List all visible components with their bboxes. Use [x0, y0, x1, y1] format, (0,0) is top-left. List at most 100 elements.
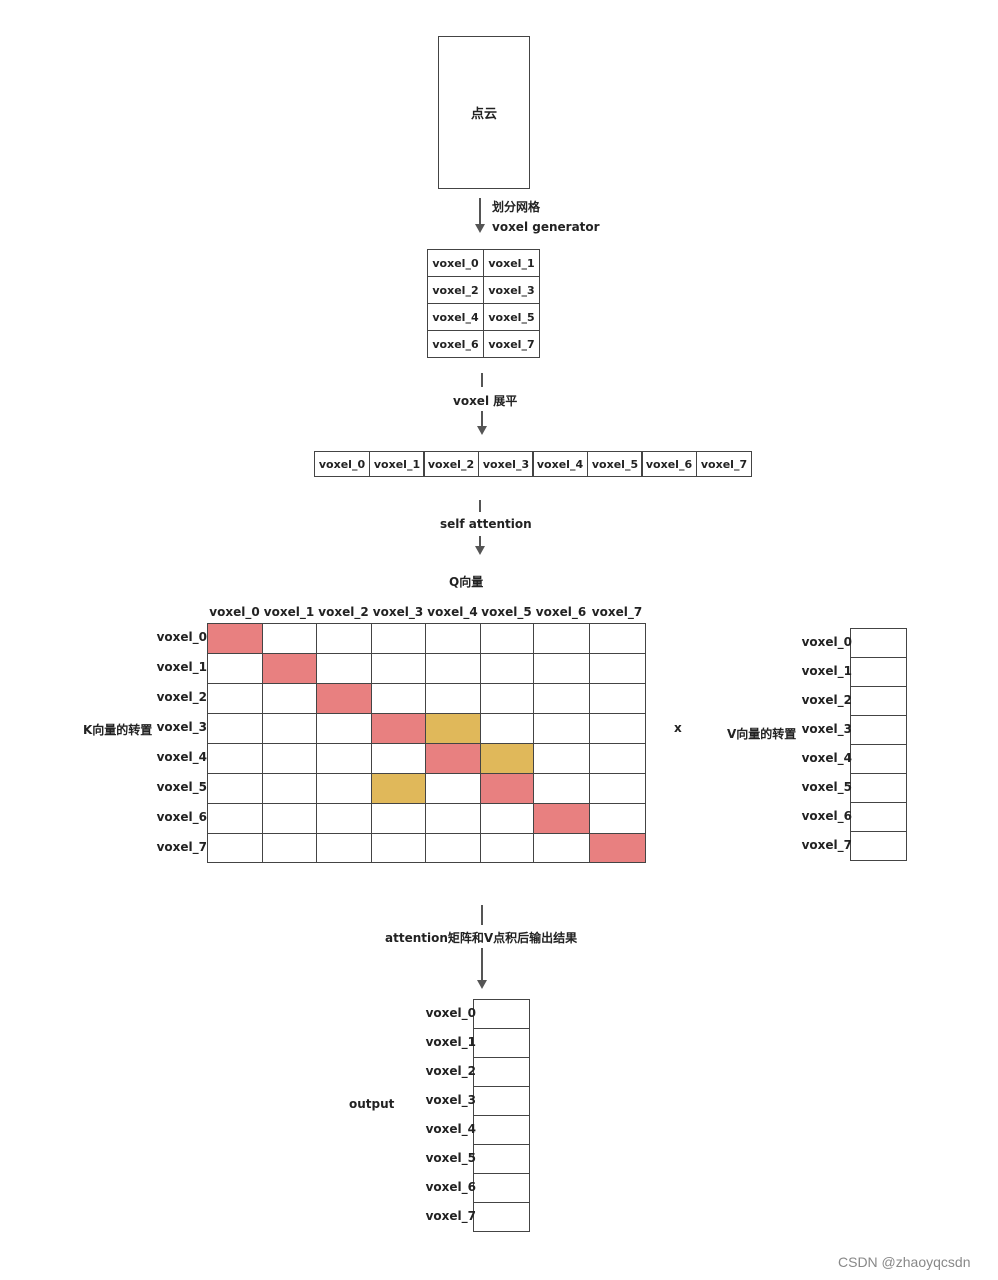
v-vector-cell: [850, 773, 907, 803]
output-vector-row-label: voxel_1: [425, 1035, 476, 1049]
v-transpose-label: V向量的转置: [727, 727, 797, 741]
matrix-cell: [589, 623, 646, 654]
matrix-row-label: voxel_0: [156, 630, 207, 644]
flat-row-cell: voxel_5: [587, 451, 643, 477]
matrix-column-label: voxel_2: [318, 605, 369, 619]
matrix-cell: [207, 623, 263, 654]
flat-row-cell: voxel_2: [423, 451, 479, 477]
point-cloud-label: 点云: [470, 107, 497, 122]
watermark: CSDN @zhaoyqcsdn: [838, 1254, 971, 1270]
matrix-cell: [533, 773, 590, 804]
matrix-cell: [589, 743, 646, 774]
output-vector-cell: [473, 1057, 530, 1087]
arrow-4-shaft-bottom: [481, 948, 483, 980]
matrix-cell: [480, 623, 534, 654]
matrix-cell: [262, 653, 317, 684]
arrow-4-shaft-top: [481, 905, 483, 925]
matrix-cell: [207, 743, 263, 774]
matrix-cell: [425, 713, 481, 744]
matrix-cell: [589, 803, 646, 834]
matrix-row-label: voxel_5: [156, 780, 207, 794]
matrix-row-label: voxel_1: [156, 660, 207, 674]
matrix-cell: [533, 713, 590, 744]
matrix-cell: [589, 653, 646, 684]
flat-row-cell: voxel_7: [696, 451, 752, 477]
output-vector-cell: [473, 1115, 530, 1145]
arrow-3-shaft-bottom: [479, 536, 481, 546]
matrix-cell: [207, 803, 263, 834]
matrix-cell: [207, 833, 263, 863]
v-vector-cell: [850, 628, 907, 658]
step1-label-line2: voxel generator: [492, 220, 600, 234]
matrix-cell: [533, 803, 590, 834]
matrix-cell: [425, 653, 481, 684]
matrix-cell: [316, 713, 372, 744]
matrix-cell: [262, 773, 317, 804]
output-label: output: [349, 1097, 395, 1111]
matrix-column-label: voxel_4: [427, 605, 478, 619]
flat-row-cell: voxel_1: [369, 451, 425, 477]
matrix-column-label: voxel_6: [535, 605, 587, 619]
matrix-cell: [533, 653, 590, 684]
v-vector-row-label: voxel_6: [801, 809, 852, 823]
matrix-cell: [480, 713, 534, 744]
output-vector-row-label: voxel_3: [425, 1093, 476, 1107]
v-vector-row-label: voxel_2: [801, 693, 852, 707]
matrix-cell: [316, 773, 372, 804]
matrix-cell: [316, 683, 372, 714]
matrix-row-label: voxel_2: [156, 690, 207, 704]
step2-label: voxel 展平: [453, 394, 518, 408]
matrix-cell: [371, 653, 426, 684]
matrix-row-label: voxel_7: [156, 840, 207, 854]
matrix-cell: [480, 833, 534, 863]
output-vector-cell: [473, 1173, 530, 1203]
multiply-symbol: x: [674, 721, 682, 735]
matrix-cell: [480, 653, 534, 684]
output-vector-cell: [473, 1028, 530, 1058]
k-transpose-label: K向量的转置: [83, 723, 153, 737]
point-cloud-box: 点云: [438, 36, 530, 189]
voxel-grid-cell: voxel_7: [483, 330, 540, 358]
matrix-cell: [316, 743, 372, 774]
matrix-column-label: voxel_0: [209, 605, 260, 619]
flat-row-cell: voxel_4: [532, 451, 588, 477]
output-vector-row-label: voxel_2: [425, 1064, 476, 1078]
matrix-cell: [371, 713, 426, 744]
voxel-grid-cell: voxel_0: [427, 249, 484, 277]
v-vector-row-label: voxel_0: [801, 635, 852, 649]
matrix-cell: [207, 773, 263, 804]
v-vector-row-label: voxel_5: [801, 780, 852, 794]
matrix-cell: [371, 683, 426, 714]
matrix-row-label: voxel_4: [156, 750, 207, 764]
voxel-grid-cell: voxel_5: [483, 303, 540, 331]
arrow-2-shaft-bottom: [481, 411, 483, 426]
v-vector-row-label: voxel_1: [801, 664, 852, 678]
v-vector-row-label: voxel_3: [801, 722, 852, 736]
matrix-column-label: voxel_1: [263, 605, 315, 619]
arrow-2-head: [477, 426, 487, 435]
voxel-grid-cell: voxel_3: [483, 276, 540, 304]
matrix-cell: [262, 743, 317, 774]
v-vector-row-label: voxel_4: [801, 751, 852, 765]
matrix-cell: [425, 773, 481, 804]
matrix-cell: [533, 743, 590, 774]
voxel-grid-cell: voxel_4: [427, 303, 484, 331]
matrix-cell: [480, 683, 534, 714]
matrix-cell: [262, 803, 317, 834]
output-vector-row-label: voxel_0: [425, 1006, 476, 1020]
arrow-4-head: [477, 980, 487, 989]
arrow-3-shaft-top: [479, 500, 481, 512]
matrix-cell: [371, 773, 426, 804]
matrix-cell: [207, 653, 263, 684]
matrix-column-label: voxel_7: [591, 605, 643, 619]
flat-row-cell: voxel_6: [641, 451, 697, 477]
matrix-cell: [262, 623, 317, 654]
v-vector-cell: [850, 657, 907, 687]
matrix-cell: [316, 653, 372, 684]
output-vector-row-label: voxel_6: [425, 1180, 476, 1194]
matrix-cell: [316, 623, 372, 654]
step4-label: attention矩阵和V点积后输出结果: [385, 931, 578, 945]
matrix-column-label: voxel_3: [372, 605, 424, 619]
arrow-1-head: [475, 224, 485, 233]
matrix-cell: [371, 803, 426, 834]
